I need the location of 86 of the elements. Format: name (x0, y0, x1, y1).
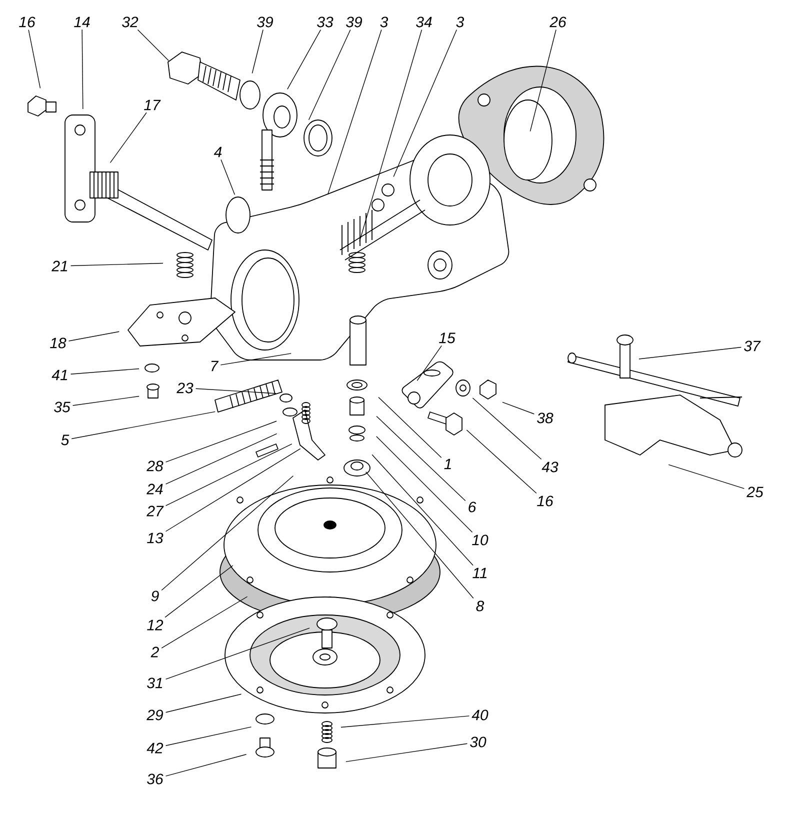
callout-number: 16 (16, 14, 38, 30)
callout-number: 2 (148, 644, 162, 660)
callout-number: 24 (144, 482, 166, 496)
leader-line (378, 396, 442, 458)
callout-number: 40 (470, 708, 490, 722)
leader-line (165, 448, 301, 532)
leader-line (195, 388, 276, 394)
callout-number: 32 (120, 14, 140, 30)
callout-number: 3 (378, 14, 390, 30)
callout-number: 36 (144, 772, 166, 786)
callout-number: 5 (58, 432, 72, 448)
leader-line (72, 396, 140, 406)
leader-line (466, 430, 537, 494)
leader-line (165, 694, 242, 713)
callout-number: 41 (50, 368, 70, 382)
callout-number: 1 (442, 456, 454, 472)
callout-number: 9 (148, 588, 162, 604)
callout-number: 18 (48, 336, 68, 350)
leader-line (161, 596, 248, 648)
callout-number: 30 (468, 734, 488, 750)
callout-number: 17 (142, 98, 162, 112)
callout-number: 8 (474, 598, 486, 614)
leader-line (308, 29, 351, 120)
callout-number: 25 (744, 484, 766, 500)
leader-line (502, 402, 535, 414)
leader-line (68, 331, 120, 342)
callout-number: 4 (212, 144, 224, 160)
leader-line (359, 29, 422, 242)
leader-line (530, 29, 556, 132)
leader-line (287, 29, 321, 90)
leader-line (638, 346, 742, 360)
callout-number: 10 (470, 532, 490, 548)
leader-line (70, 262, 164, 266)
leader-line (220, 159, 236, 195)
leader-line (28, 29, 41, 89)
leader-line (365, 472, 474, 599)
callout-number: 13 (144, 530, 166, 546)
leader-line (376, 416, 466, 502)
callout-number: 15 (436, 330, 458, 346)
leader-line (165, 628, 310, 680)
callout-number: 29 (144, 708, 166, 722)
leader-line (165, 420, 277, 462)
callout-number: 6 (466, 500, 478, 514)
callout-number: 34 (414, 14, 434, 30)
leader-line (161, 476, 294, 591)
callout-number: 26 (548, 14, 568, 30)
callout-number: 12 (144, 618, 166, 632)
callout-number: 28 (144, 458, 166, 474)
callout-number: 7 (208, 358, 220, 374)
callout-number: 23 (174, 380, 196, 396)
leader-line (668, 464, 745, 489)
callout-number: 33 (314, 14, 336, 30)
leader-line (70, 368, 140, 374)
callout-number: 37 (742, 338, 762, 354)
callout-number: 35 (52, 400, 72, 414)
leader-line (472, 398, 542, 460)
leader-line (416, 345, 442, 381)
leader-line (376, 436, 473, 533)
callout-number: 21 (50, 258, 70, 274)
leader-line (372, 454, 474, 566)
leader-line (346, 743, 468, 762)
leader-line (340, 716, 470, 728)
callout-number: 38 (534, 410, 556, 426)
leader-line (71, 411, 216, 440)
leader-line (220, 353, 292, 366)
leader-line (165, 433, 278, 484)
callout-number: 42 (144, 740, 166, 756)
callout-number: 27 (144, 504, 166, 518)
leader-line (327, 29, 382, 195)
callout-number: 11 (470, 566, 490, 580)
leader-line (137, 29, 169, 61)
callout-number: 39 (254, 14, 276, 30)
leader-line (393, 29, 458, 178)
callout-number: 31 (144, 676, 166, 690)
leader-line (252, 29, 264, 74)
callout-number: 43 (540, 460, 560, 474)
callout-number: 3 (454, 14, 466, 30)
leader-line (82, 29, 84, 110)
leader-line (165, 726, 252, 746)
callout-number: 16 (534, 494, 556, 508)
leader-line (110, 112, 147, 164)
leader-line (165, 754, 247, 776)
leader-line (164, 565, 234, 618)
callout-number: 14 (72, 14, 92, 30)
leader-line (165, 444, 292, 506)
callout-number: 39 (344, 14, 364, 30)
